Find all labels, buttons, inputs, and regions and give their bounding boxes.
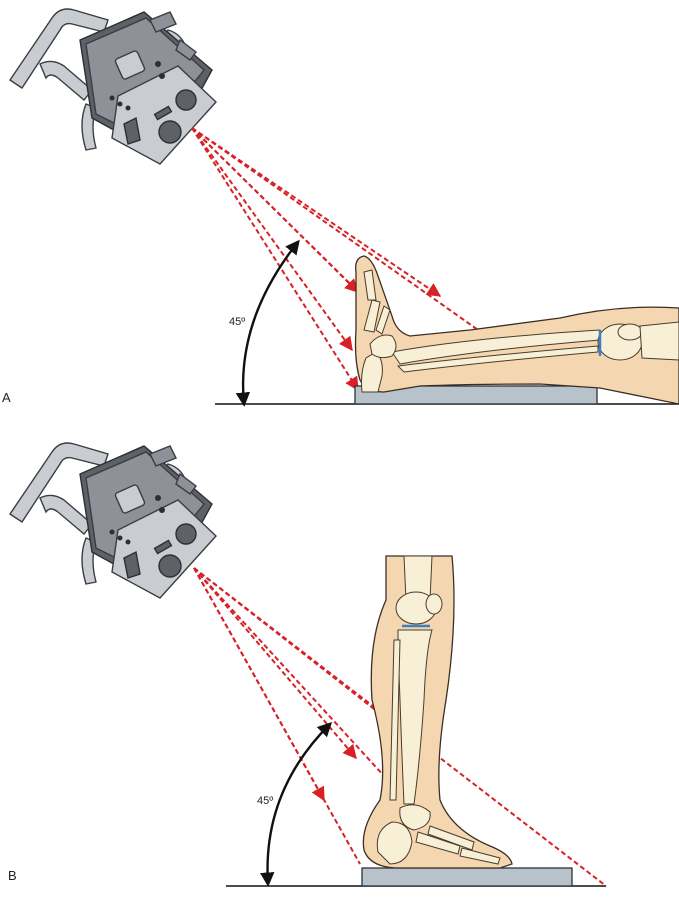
support-block-b xyxy=(361,867,573,887)
xray-beam-a xyxy=(191,127,567,393)
panel-b: 45º B xyxy=(8,442,607,887)
xray-tube-b xyxy=(9,442,217,599)
leg-b xyxy=(362,555,513,869)
support-block-a xyxy=(354,385,598,405)
xray-tube-a xyxy=(9,8,217,165)
panel-letter-b: B xyxy=(8,868,17,883)
angle-arc-a xyxy=(235,239,300,407)
angle-label-a: 45º xyxy=(229,316,245,328)
panel-a: 45º A xyxy=(2,8,679,407)
panel-letter-a: A xyxy=(2,390,11,405)
angle-label-b: 45º xyxy=(257,795,273,807)
angle-arc-b xyxy=(260,721,333,887)
leg-a xyxy=(354,255,679,405)
